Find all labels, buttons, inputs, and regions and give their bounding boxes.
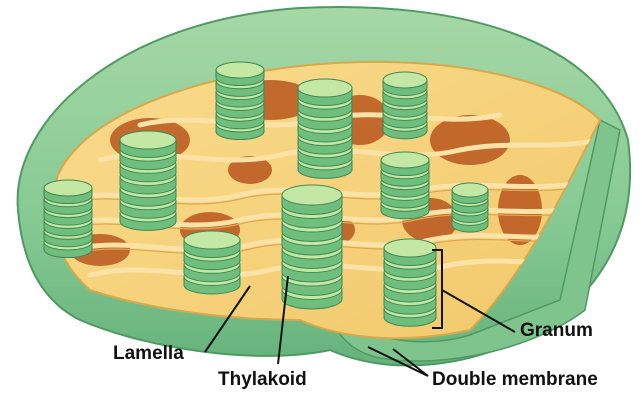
- granum-stack: [452, 183, 488, 232]
- granum-stack: [381, 152, 429, 219]
- granum-stack: [282, 185, 342, 309]
- granum-stack: [298, 79, 352, 178]
- thylakoid-disc: [184, 231, 240, 249]
- granum-label: Granum: [520, 321, 593, 340]
- thylakoid-disc: [298, 79, 352, 97]
- granum-stack: [216, 62, 264, 140]
- granum-stack: [384, 239, 436, 326]
- granum-stack: [383, 72, 427, 139]
- granum-stack: [44, 180, 92, 258]
- lamella-label: Lamella: [113, 344, 184, 363]
- thylakoid-disc: [282, 185, 342, 205]
- thylakoid-disc: [384, 239, 436, 257]
- double-membrane-label: Double membrane: [432, 370, 598, 389]
- thylakoid-disc: [383, 72, 427, 88]
- thylakoid-disc: [216, 62, 264, 78]
- thylakoid-disc: [452, 183, 488, 197]
- granum-stack: [120, 131, 176, 230]
- thylakoid-disc: [120, 131, 176, 149]
- thylakoid-disc: [44, 180, 92, 196]
- granum-stack: [184, 231, 240, 294]
- thylakoid-disc: [381, 152, 429, 168]
- thylakoid-label: Thylakoid: [218, 370, 307, 389]
